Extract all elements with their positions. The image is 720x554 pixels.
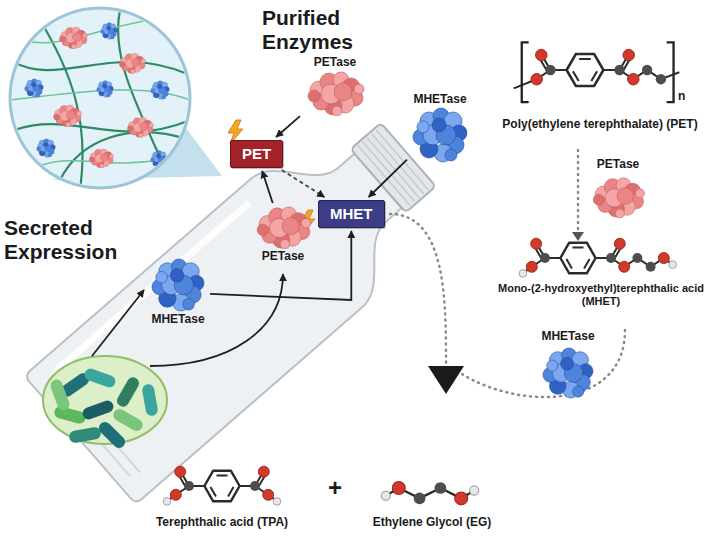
zoom-callout-part (10, 10, 190, 190)
eg-structure (381, 482, 479, 505)
bacteria-cluster-part (49, 378, 71, 412)
substrate-label: MHET (330, 205, 373, 223)
secreted-mhetase: MHETase (148, 258, 208, 327)
purified-mhetase: MHETase (409, 92, 471, 163)
zoom-callout-part-part (25, 79, 44, 98)
bacteria-cluster-part (115, 375, 141, 409)
zoom-callout-part-part (119, 53, 145, 74)
eg-structure-part (435, 482, 447, 494)
purified-petase: PETase (302, 55, 368, 116)
reaction-arrow (369, 160, 407, 197)
reaction-arrow (282, 170, 325, 197)
zoom-callout-part-part (151, 81, 170, 100)
reaction-arrow (276, 116, 300, 137)
enzyme-icon (257, 207, 311, 249)
enzyme-icon (413, 108, 467, 162)
bacteria-cluster-part (53, 405, 87, 425)
pet-structure-part (642, 65, 652, 75)
structure-label: Poly(ethylene terephthalate) (PET) (490, 118, 710, 132)
product-flow-part (577, 150, 580, 232)
pet-structure-part (531, 49, 639, 86)
zoom-callout-part-part (127, 117, 153, 138)
zoom-callout-part-part (151, 151, 168, 168)
mhet-structure-part (669, 261, 677, 269)
zoom-callout-part-part-part (118, 10, 170, 180)
mhet-structure-part (519, 270, 527, 278)
zoom-callout-part-part-part (15, 120, 190, 132)
section-heading: Secreted Expression (4, 216, 124, 264)
tpa-structure-part (273, 498, 281, 506)
zoom-callout-part-part-part (10, 60, 190, 75)
enzyme-label: MHETase (413, 92, 466, 107)
eg-structure-part (470, 486, 479, 495)
product-flow-part (462, 330, 625, 397)
secretion-arrows-part (92, 290, 144, 356)
bacteria-cluster-part (141, 383, 158, 417)
section-heading: Purified Enzymes (262, 6, 362, 54)
zoom-callout-part-part (54, 105, 82, 127)
mhet-structure (519, 238, 676, 277)
enzyme-label: MHETase (528, 330, 608, 344)
substrate-box: PET (230, 140, 283, 168)
structure-label: Mono-(2-hydroxyethyl)terephthalic acid (… (490, 282, 712, 307)
enzyme-label: PETase (314, 55, 356, 70)
zoom-callout-part-part (60, 27, 88, 49)
eg-structure-part (392, 482, 405, 495)
enzyme-icon (304, 70, 366, 116)
secreted-petase: PETase (252, 205, 314, 264)
eg-structure-part (414, 493, 426, 505)
eg-structure-part (381, 491, 390, 500)
bacteria-cluster-part (96, 419, 127, 450)
product-flow-part (428, 366, 464, 394)
bacteria-cluster-part (68, 426, 102, 443)
bacteria-cluster-part (111, 407, 145, 433)
pet-structure (514, 42, 680, 102)
product-label: Terephthalic acid (TPA) (136, 516, 308, 530)
pet-structure-part (656, 74, 666, 84)
product-flow (390, 150, 625, 397)
enzyme-icon (152, 259, 204, 311)
bacteria-cluster-part (81, 399, 115, 421)
mhet-structure-part (632, 253, 642, 263)
enzyme-label: PETase (578, 158, 658, 172)
product-label: Ethylene Glycol (EG) (352, 516, 512, 530)
bacteria-cluster-part (83, 367, 117, 389)
zoom-callout-part-part (10, 20, 190, 170)
petase-protein (593, 178, 644, 218)
enzyme-icon (150, 258, 206, 312)
product-flow-part (390, 214, 446, 364)
tpa-structure-part (163, 498, 171, 506)
zoom-callout-part-part (10, 10, 190, 190)
mhet-structure-part (646, 262, 656, 272)
enzyme-icon (254, 205, 312, 249)
substrate-label: PET (242, 145, 271, 163)
zoom-callout-part-part (101, 23, 118, 40)
pet-structure-part (522, 42, 674, 102)
reaction-arrow (262, 171, 273, 203)
enzyme-icon (411, 107, 469, 163)
eg-structure-part (455, 492, 468, 505)
zoom-callout-part-part (97, 81, 114, 98)
repeat-index: n (678, 90, 685, 104)
enzyme-label: MHETase (151, 312, 204, 327)
zoom-callout-part-part-part (60, 132, 190, 180)
mhet-structure-part (526, 238, 629, 273)
plus-sign: + (320, 474, 350, 502)
tpa-structure (163, 466, 281, 505)
enzyme-icon (308, 72, 364, 116)
bacteria-cluster (43, 356, 167, 451)
tpa-structure-part (170, 466, 273, 501)
enzyme-label: PETase (262, 249, 304, 264)
product-flow-part (572, 232, 584, 241)
zoom-callout-part-part (37, 139, 56, 158)
zoom-callout-part-part (89, 149, 113, 168)
zoom-callout (10, 8, 222, 190)
substrate-box: MHET (318, 200, 385, 228)
mhet-structure-part (658, 253, 669, 264)
zoom-callout-part (10, 8, 190, 188)
mhetase-protein (543, 348, 593, 398)
